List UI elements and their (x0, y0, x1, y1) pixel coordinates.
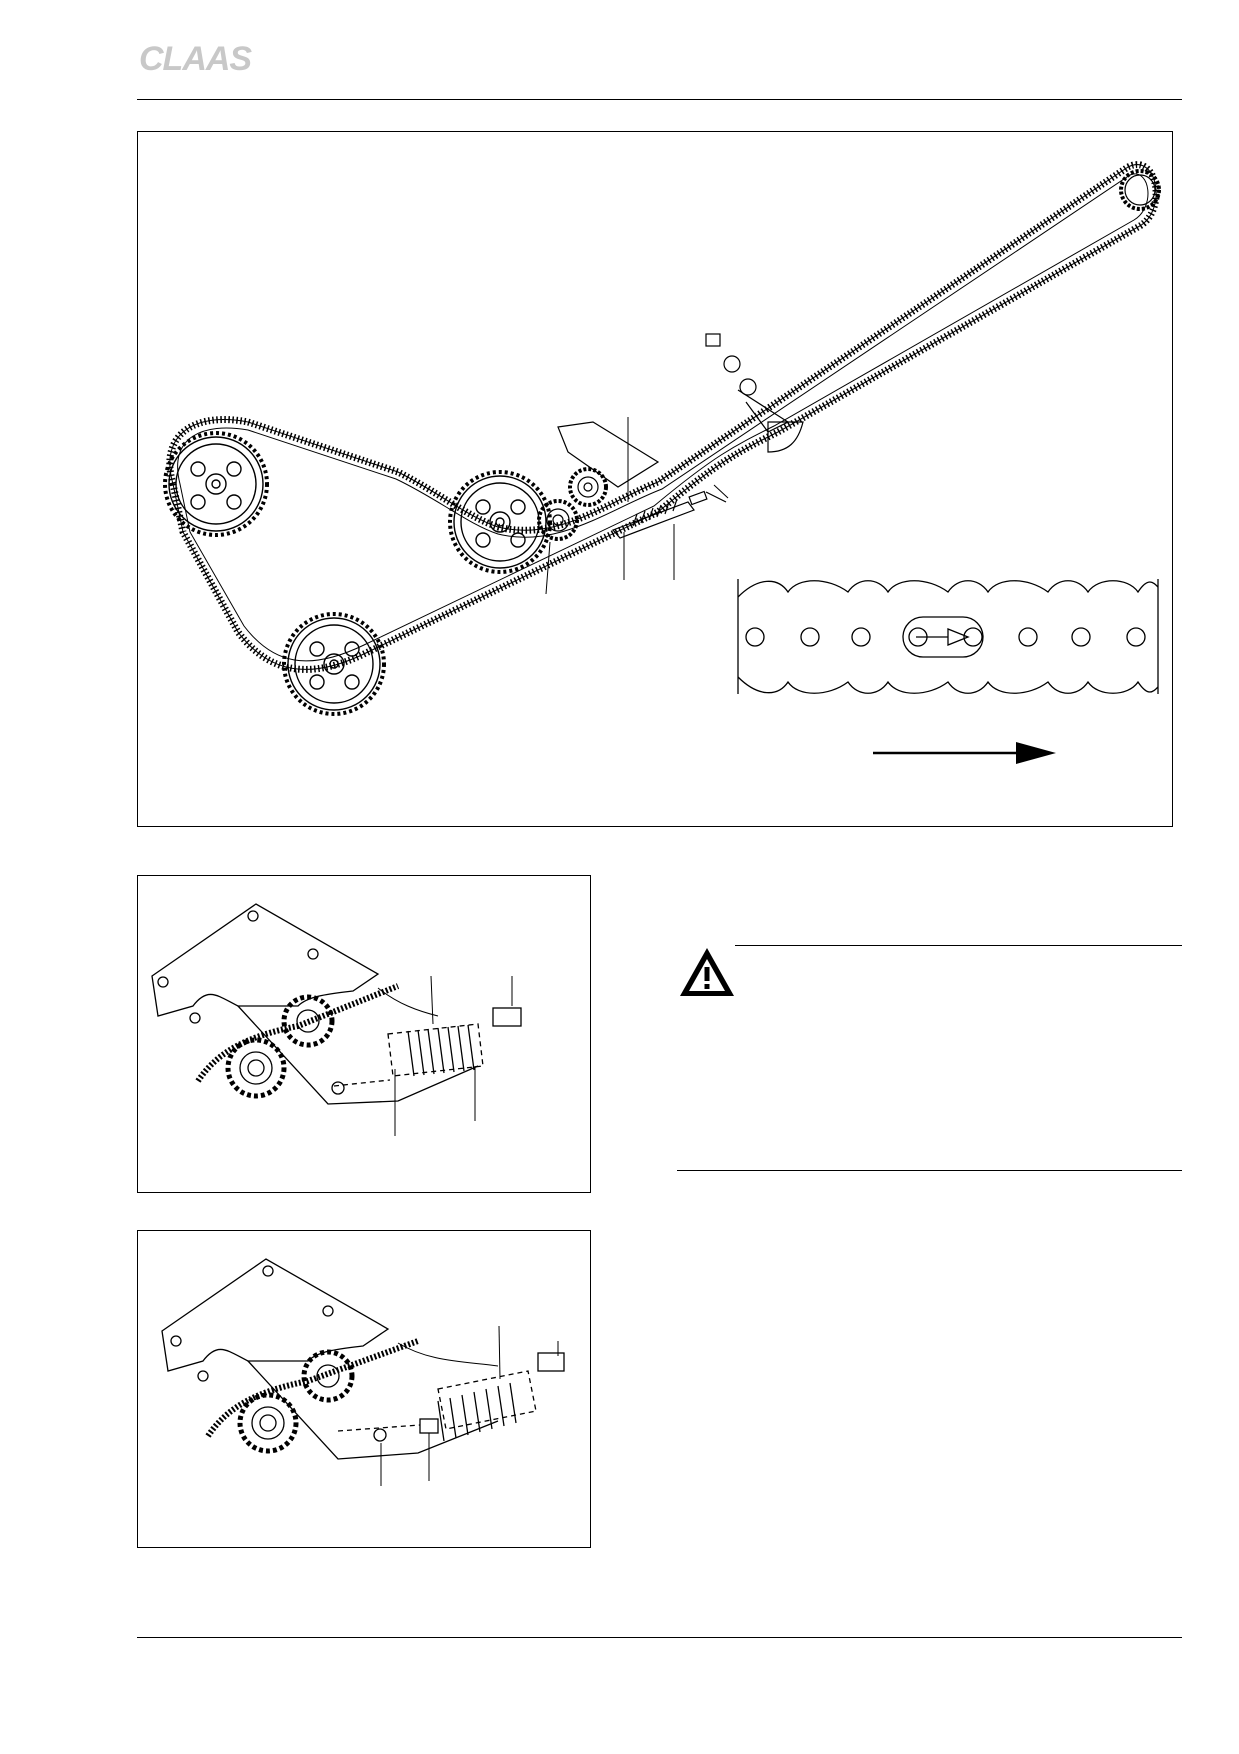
spring-tensioner (611, 490, 727, 539)
figure-tensioner-detail-2 (137, 1230, 591, 1548)
sprocket-tensioner-2 (237, 1392, 299, 1454)
spring-unit-2 (337, 1352, 565, 1442)
tensioner-drawing-2 (161, 1258, 565, 1486)
warning-rule-bottom (677, 1170, 1182, 1171)
header-rule (137, 99, 1182, 100)
sprocket-idler-2 (301, 1349, 355, 1403)
chain-strand-1 (195, 983, 400, 1083)
leader-lines (545, 417, 729, 595)
chain-drive-drawing (163, 161, 1161, 764)
spring-unit-1 (331, 1007, 522, 1095)
sprocket-idler-1 (281, 994, 335, 1048)
figure-tensioner-detail-1 (137, 875, 591, 1193)
chain-strand-2 (205, 1338, 420, 1438)
sprocket-small-idler (568, 467, 608, 507)
warning-triangle-icon (680, 948, 734, 996)
chain-guide-bracket (705, 333, 804, 453)
brand-lettering: CLAAS (139, 40, 252, 74)
leader-lines-1 (377, 975, 513, 1136)
mounting-plate (151, 903, 380, 1017)
chain-link-detail (737, 579, 1159, 694)
sprocket-upper-right (1119, 169, 1161, 211)
sprocket-large-bottom (282, 612, 386, 716)
warning-rule-top (735, 945, 1182, 946)
figure-chain-drive-overview (137, 131, 1173, 827)
claas-logo: CLAAS (139, 40, 253, 74)
direction-arrow (873, 742, 1056, 764)
footer-rule (137, 1637, 1182, 1638)
sprocket-large-left (163, 431, 269, 537)
sprocket-tensioner-1 (225, 1037, 287, 1099)
sprocket-large-middle (448, 470, 552, 574)
drive-chain (166, 161, 1160, 673)
mounting-plate-2 (161, 1258, 390, 1372)
tensioner-drawing-1 (151, 903, 522, 1136)
sprocket-small-tensioner (537, 499, 579, 541)
tensioner-bracket (557, 421, 660, 488)
leader-lines-2 (380, 1325, 559, 1486)
